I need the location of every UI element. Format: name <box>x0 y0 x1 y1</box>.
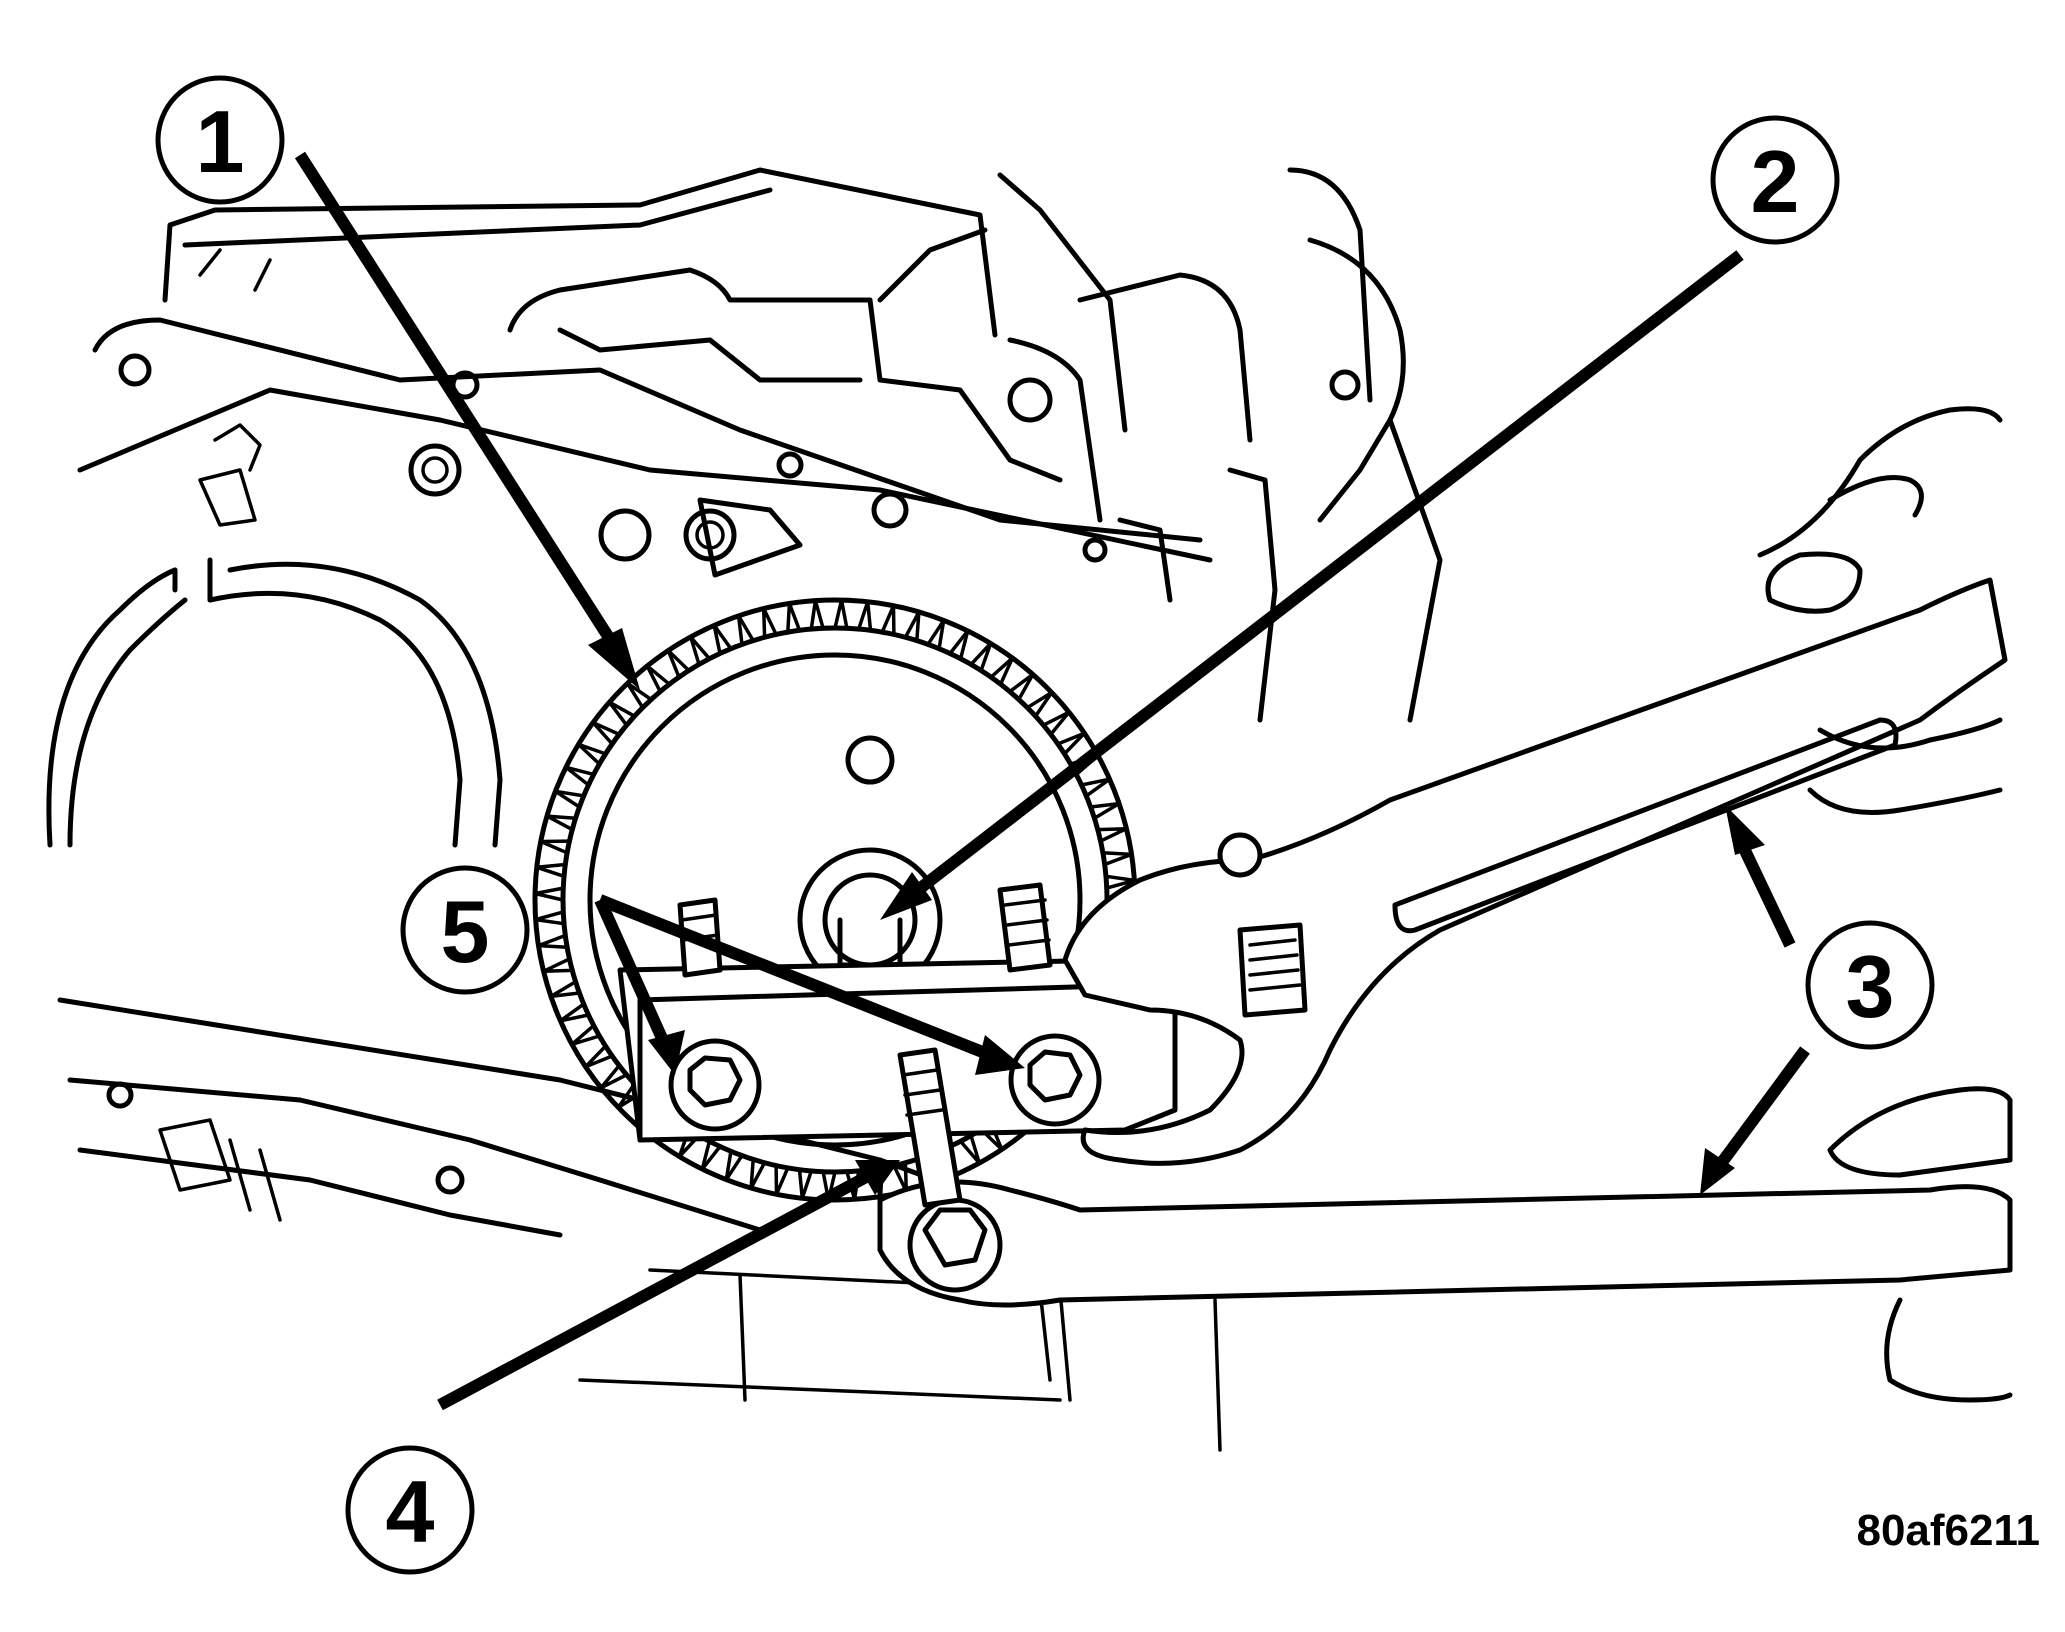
gear-tooth <box>536 933 569 949</box>
callout-5: 5 <box>400 865 530 995</box>
gear-tooth <box>969 641 993 673</box>
gear-tooth <box>564 765 596 787</box>
gear-tooth <box>1101 851 1134 867</box>
callout-circle-3 <box>1805 920 1935 1050</box>
gear-tooth <box>736 614 755 647</box>
gear-tooth <box>797 1167 814 1200</box>
gear-tooth <box>989 656 1015 686</box>
arrowhead-2 <box>880 872 932 920</box>
figure-code: 80af6211 <box>1856 1506 2040 1555</box>
retainer-plate <box>617 882 1178 1143</box>
gear-tooth <box>712 623 733 656</box>
leader-5b <box>597 894 993 1061</box>
gear-tooth <box>880 604 896 637</box>
callout-circle-4 <box>345 1445 475 1575</box>
leader-3-upper <box>1734 837 1796 948</box>
gear-tooth <box>666 648 691 679</box>
gear-tooth <box>549 980 582 999</box>
callout-number-5: 5 <box>441 882 490 981</box>
callout-number-1: 1 <box>196 92 245 191</box>
gear-tooth <box>700 1139 722 1171</box>
callout-2: 2 <box>1710 115 1840 245</box>
gear-tooth <box>599 1063 629 1090</box>
retainer-bolt-left <box>668 1038 762 1132</box>
leader-1 <box>294 151 626 659</box>
gear-tooth <box>688 635 712 667</box>
retainer-bolt-right <box>1008 1033 1102 1127</box>
leader-5a <box>594 897 671 1048</box>
gear-tooth <box>541 957 575 974</box>
gear-tooth <box>833 598 849 631</box>
gear-tooth <box>774 1163 790 1196</box>
arrowhead-5b <box>975 1035 1025 1075</box>
camshaft-bore <box>46 557 503 848</box>
arrowhead-5a <box>648 1030 685 1075</box>
technician-hands <box>1757 406 2013 1403</box>
gear-tooth <box>761 606 778 640</box>
gear-tooth <box>607 700 637 727</box>
callout-4: 4 <box>345 1445 475 1575</box>
gear-tooth <box>903 610 921 643</box>
gear-tooth <box>724 1149 744 1182</box>
callout-3: 3 <box>1805 920 1935 1050</box>
gear-tooth <box>1025 690 1054 718</box>
gear-tooth <box>533 910 566 926</box>
wrench-upper <box>1062 577 2008 1166</box>
gear-tooth <box>535 862 568 879</box>
callout-number-4: 4 <box>386 1462 435 1561</box>
gear-tooth <box>539 839 572 855</box>
arrowhead-4 <box>855 1160 900 1195</box>
arrowheads <box>588 628 1765 1195</box>
gear-tooth <box>583 1044 614 1069</box>
leader-2 <box>901 250 1744 905</box>
gear-tooth <box>749 1157 767 1190</box>
gear-tooth <box>926 618 946 651</box>
callout-number-3: 3 <box>1846 937 1895 1036</box>
callout-1: 1 <box>155 75 285 205</box>
gear-tooth <box>1079 777 1112 798</box>
gear-tooth <box>545 814 578 832</box>
gear-tooth <box>856 600 873 633</box>
callout-circle-1 <box>155 75 285 205</box>
callout-number-2: 2 <box>1751 132 1800 231</box>
gear-tooth <box>570 1023 602 1047</box>
gear-tooth <box>958 1133 982 1165</box>
gear-tooth <box>1056 731 1087 756</box>
callout-circle-2 <box>1710 115 1840 245</box>
gear-tooth <box>809 598 825 631</box>
gear-tooth <box>558 1002 591 1023</box>
arrowhead-3-lower <box>1700 1148 1735 1195</box>
wrench-lower <box>877 1047 2013 1308</box>
gear-tooth <box>591 720 621 746</box>
gear-tooth <box>948 629 970 661</box>
gear-tooth <box>1008 672 1035 702</box>
gear-tooth <box>786 601 802 634</box>
gear-tooth <box>533 886 566 902</box>
leader-lines <box>294 151 1810 1411</box>
arrowhead-3-upper <box>1725 805 1765 855</box>
gear-tooth <box>576 742 608 766</box>
arrowhead-1 <box>588 628 640 690</box>
gear-tooth <box>625 681 653 710</box>
gear-tooth <box>1088 801 1121 820</box>
callout-circle-5 <box>400 865 530 995</box>
gear-tooth <box>1095 826 1129 843</box>
gear-tooth <box>553 789 586 809</box>
gear-tooth <box>1041 710 1071 737</box>
leader-4 <box>437 1169 873 1411</box>
gear-tooth <box>645 664 672 694</box>
leader-3-lower <box>1715 1046 1810 1169</box>
